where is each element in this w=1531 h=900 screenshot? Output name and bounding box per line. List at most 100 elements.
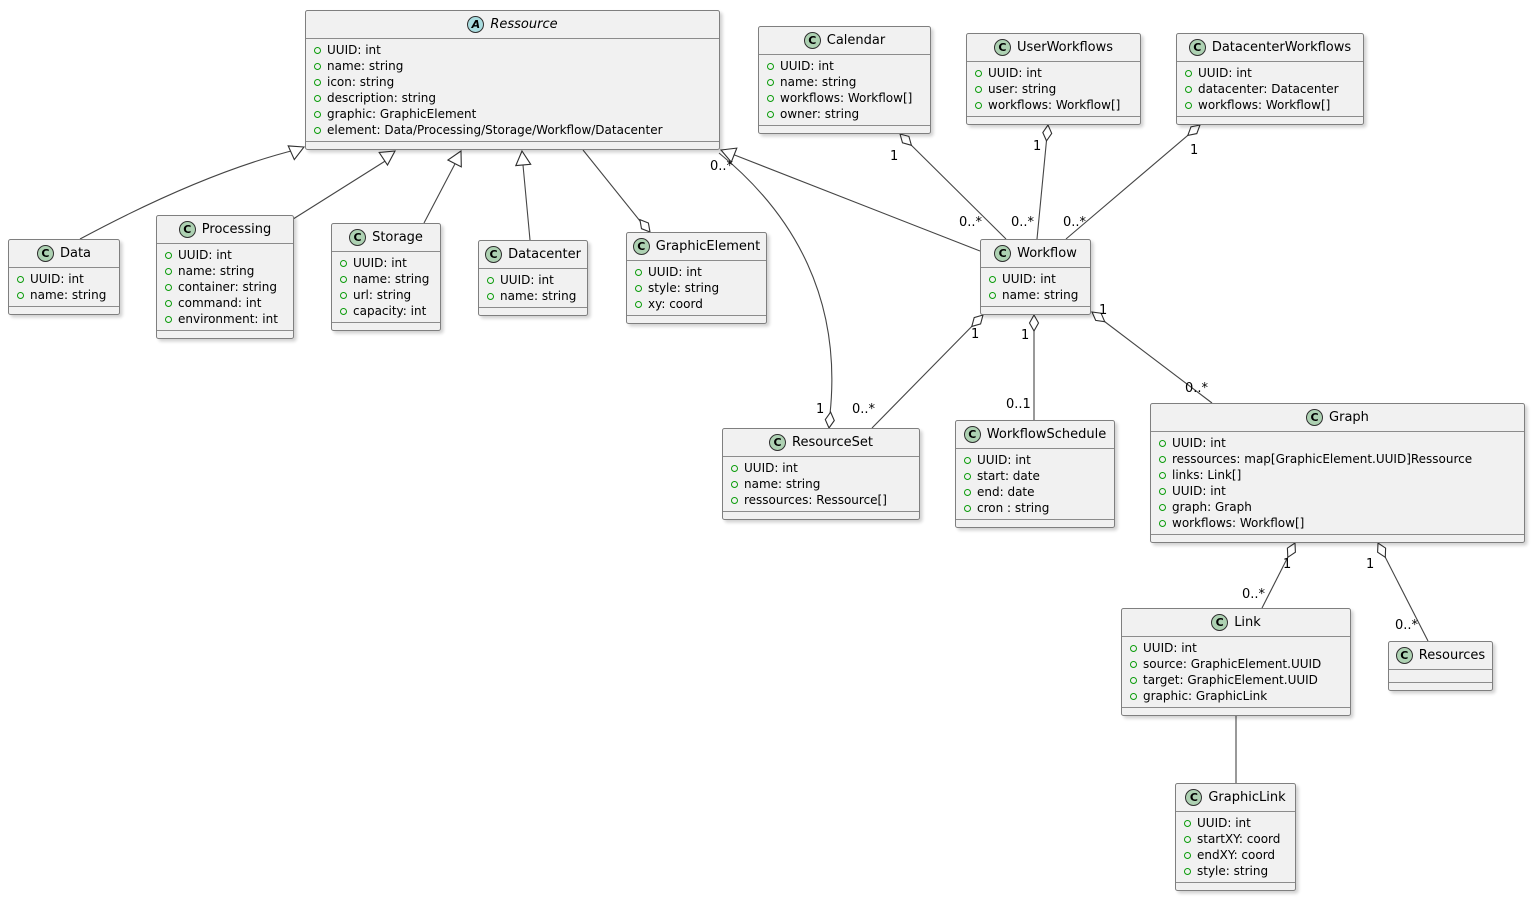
attribute-row: UUID: int <box>479 272 587 288</box>
field-visibility-icon <box>989 291 996 299</box>
field-visibility-icon <box>1185 101 1192 109</box>
attribute-row: UUID: int <box>9 271 119 287</box>
aggregation-diamond-icon <box>1028 313 1040 333</box>
class-icon: C <box>993 39 1011 56</box>
attribute-text: url: string <box>353 288 412 302</box>
multiplicity-label: 1 <box>1366 557 1375 572</box>
field-visibility-icon <box>731 496 738 504</box>
attribute-row: source: GraphicElement.UUID <box>1122 656 1350 672</box>
multiplicity-label: 1 <box>971 327 980 342</box>
attribute-text: style: string <box>1197 864 1269 878</box>
attribute-text: datacenter: Datacenter <box>1198 82 1339 96</box>
attribute-row: UUID: int <box>967 65 1140 81</box>
attribute-text: ressources: map[GraphicElement.UUID]Ress… <box>1172 452 1473 466</box>
attribute-row: xy: coord <box>627 296 766 312</box>
field-visibility-icon <box>975 85 982 93</box>
field-visibility-icon <box>975 101 982 109</box>
attribute-text: UUID: int <box>977 453 1031 467</box>
attribute-text: UUID: int <box>500 273 554 287</box>
field-visibility-icon <box>340 307 347 315</box>
aggregation-diamond-icon <box>639 218 651 233</box>
class-attributes: UUID: int name: string <box>9 268 119 306</box>
multiplicity-label: 1 <box>890 149 899 164</box>
methods-compartment <box>956 519 1114 527</box>
methods-compartment <box>981 306 1090 314</box>
class-attributes: UUID: int ressources: map[GraphicElement.… <box>1151 432 1524 534</box>
multiplicity-label: 0..1 <box>1006 397 1031 412</box>
field-visibility-icon <box>487 292 494 300</box>
attribute-text: name: string <box>1002 288 1079 302</box>
attribute-row: container: string <box>157 279 293 295</box>
attribute-text: workflows: Workflow[] <box>988 98 1121 112</box>
methods-compartment <box>723 511 919 519</box>
edge-calendar-workflow <box>899 133 1007 240</box>
attribute-text: UUID: int <box>1143 641 1197 655</box>
class-title: Storage <box>372 230 423 245</box>
attribute-row: datacenter: Datacenter <box>1177 81 1363 97</box>
class-header: C Workflow <box>981 240 1090 268</box>
multiplicity-label: 0..* <box>959 215 983 230</box>
attribute-text: UUID: int <box>1197 816 1251 830</box>
field-visibility-icon <box>767 94 774 102</box>
attribute-text: name: string <box>327 59 404 73</box>
multiplicity-label: 1 <box>1190 143 1199 158</box>
attribute-text: name: string <box>30 288 107 302</box>
class-attributes: UUID: int name: string workflows: Workflow… <box>759 55 930 125</box>
aggregation-diamond-icon <box>1377 541 1387 559</box>
multiplicity-label: 1 <box>1283 557 1292 572</box>
class-icon: C <box>769 434 787 451</box>
field-visibility-icon <box>1130 660 1137 668</box>
attribute-text: UUID: int <box>1172 484 1226 498</box>
attribute-row: workflows: Workflow[] <box>967 97 1140 113</box>
field-visibility-icon <box>767 62 774 70</box>
attribute-row: owner: string <box>759 106 930 122</box>
attribute-row: capacity: int <box>332 303 440 319</box>
methods-compartment <box>1122 707 1350 715</box>
attribute-text: UUID: int <box>30 272 84 286</box>
field-visibility-icon <box>314 94 321 102</box>
field-visibility-icon <box>1159 519 1166 527</box>
multiplicity-label: 0..* <box>710 159 734 174</box>
class-icon: C <box>994 245 1012 262</box>
attribute-text: name: string <box>500 289 577 303</box>
field-visibility-icon <box>1130 644 1137 652</box>
attribute-text: workflows: Workflow[] <box>780 91 913 105</box>
multiplicity-label: 0..* <box>1242 587 1266 602</box>
attribute-text: graphic: GraphicElement <box>327 107 477 121</box>
class-icon: C <box>349 229 367 246</box>
edge-graph-resources <box>1377 542 1429 642</box>
field-visibility-icon <box>989 275 996 283</box>
attribute-text: UUID: int <box>327 43 381 57</box>
class-title: Workflow <box>1017 246 1077 261</box>
class-title: Calendar <box>826 33 886 48</box>
multiplicity-label: 0..* <box>1011 215 1035 230</box>
inheritance-arrow-icon <box>719 147 738 164</box>
attribute-text: startXY: coord <box>1197 832 1281 846</box>
field-visibility-icon <box>1185 69 1192 77</box>
edge-ressource-graphicelement <box>582 149 645 227</box>
class-title: Datacenter <box>508 247 581 262</box>
attribute-row: UUID: int <box>1151 483 1524 499</box>
attribute-text: name: string <box>780 75 857 89</box>
attribute-row: ressources: map[GraphicElement.UUID]Ress… <box>1151 451 1524 467</box>
field-visibility-icon <box>165 267 172 275</box>
attribute-text: UUID: int <box>780 59 834 73</box>
multiplicity-label: 0..* <box>1063 215 1087 230</box>
field-visibility-icon <box>314 46 321 54</box>
attribute-row: name: string <box>157 263 293 279</box>
field-visibility-icon <box>487 276 494 284</box>
field-visibility-icon <box>635 284 642 292</box>
